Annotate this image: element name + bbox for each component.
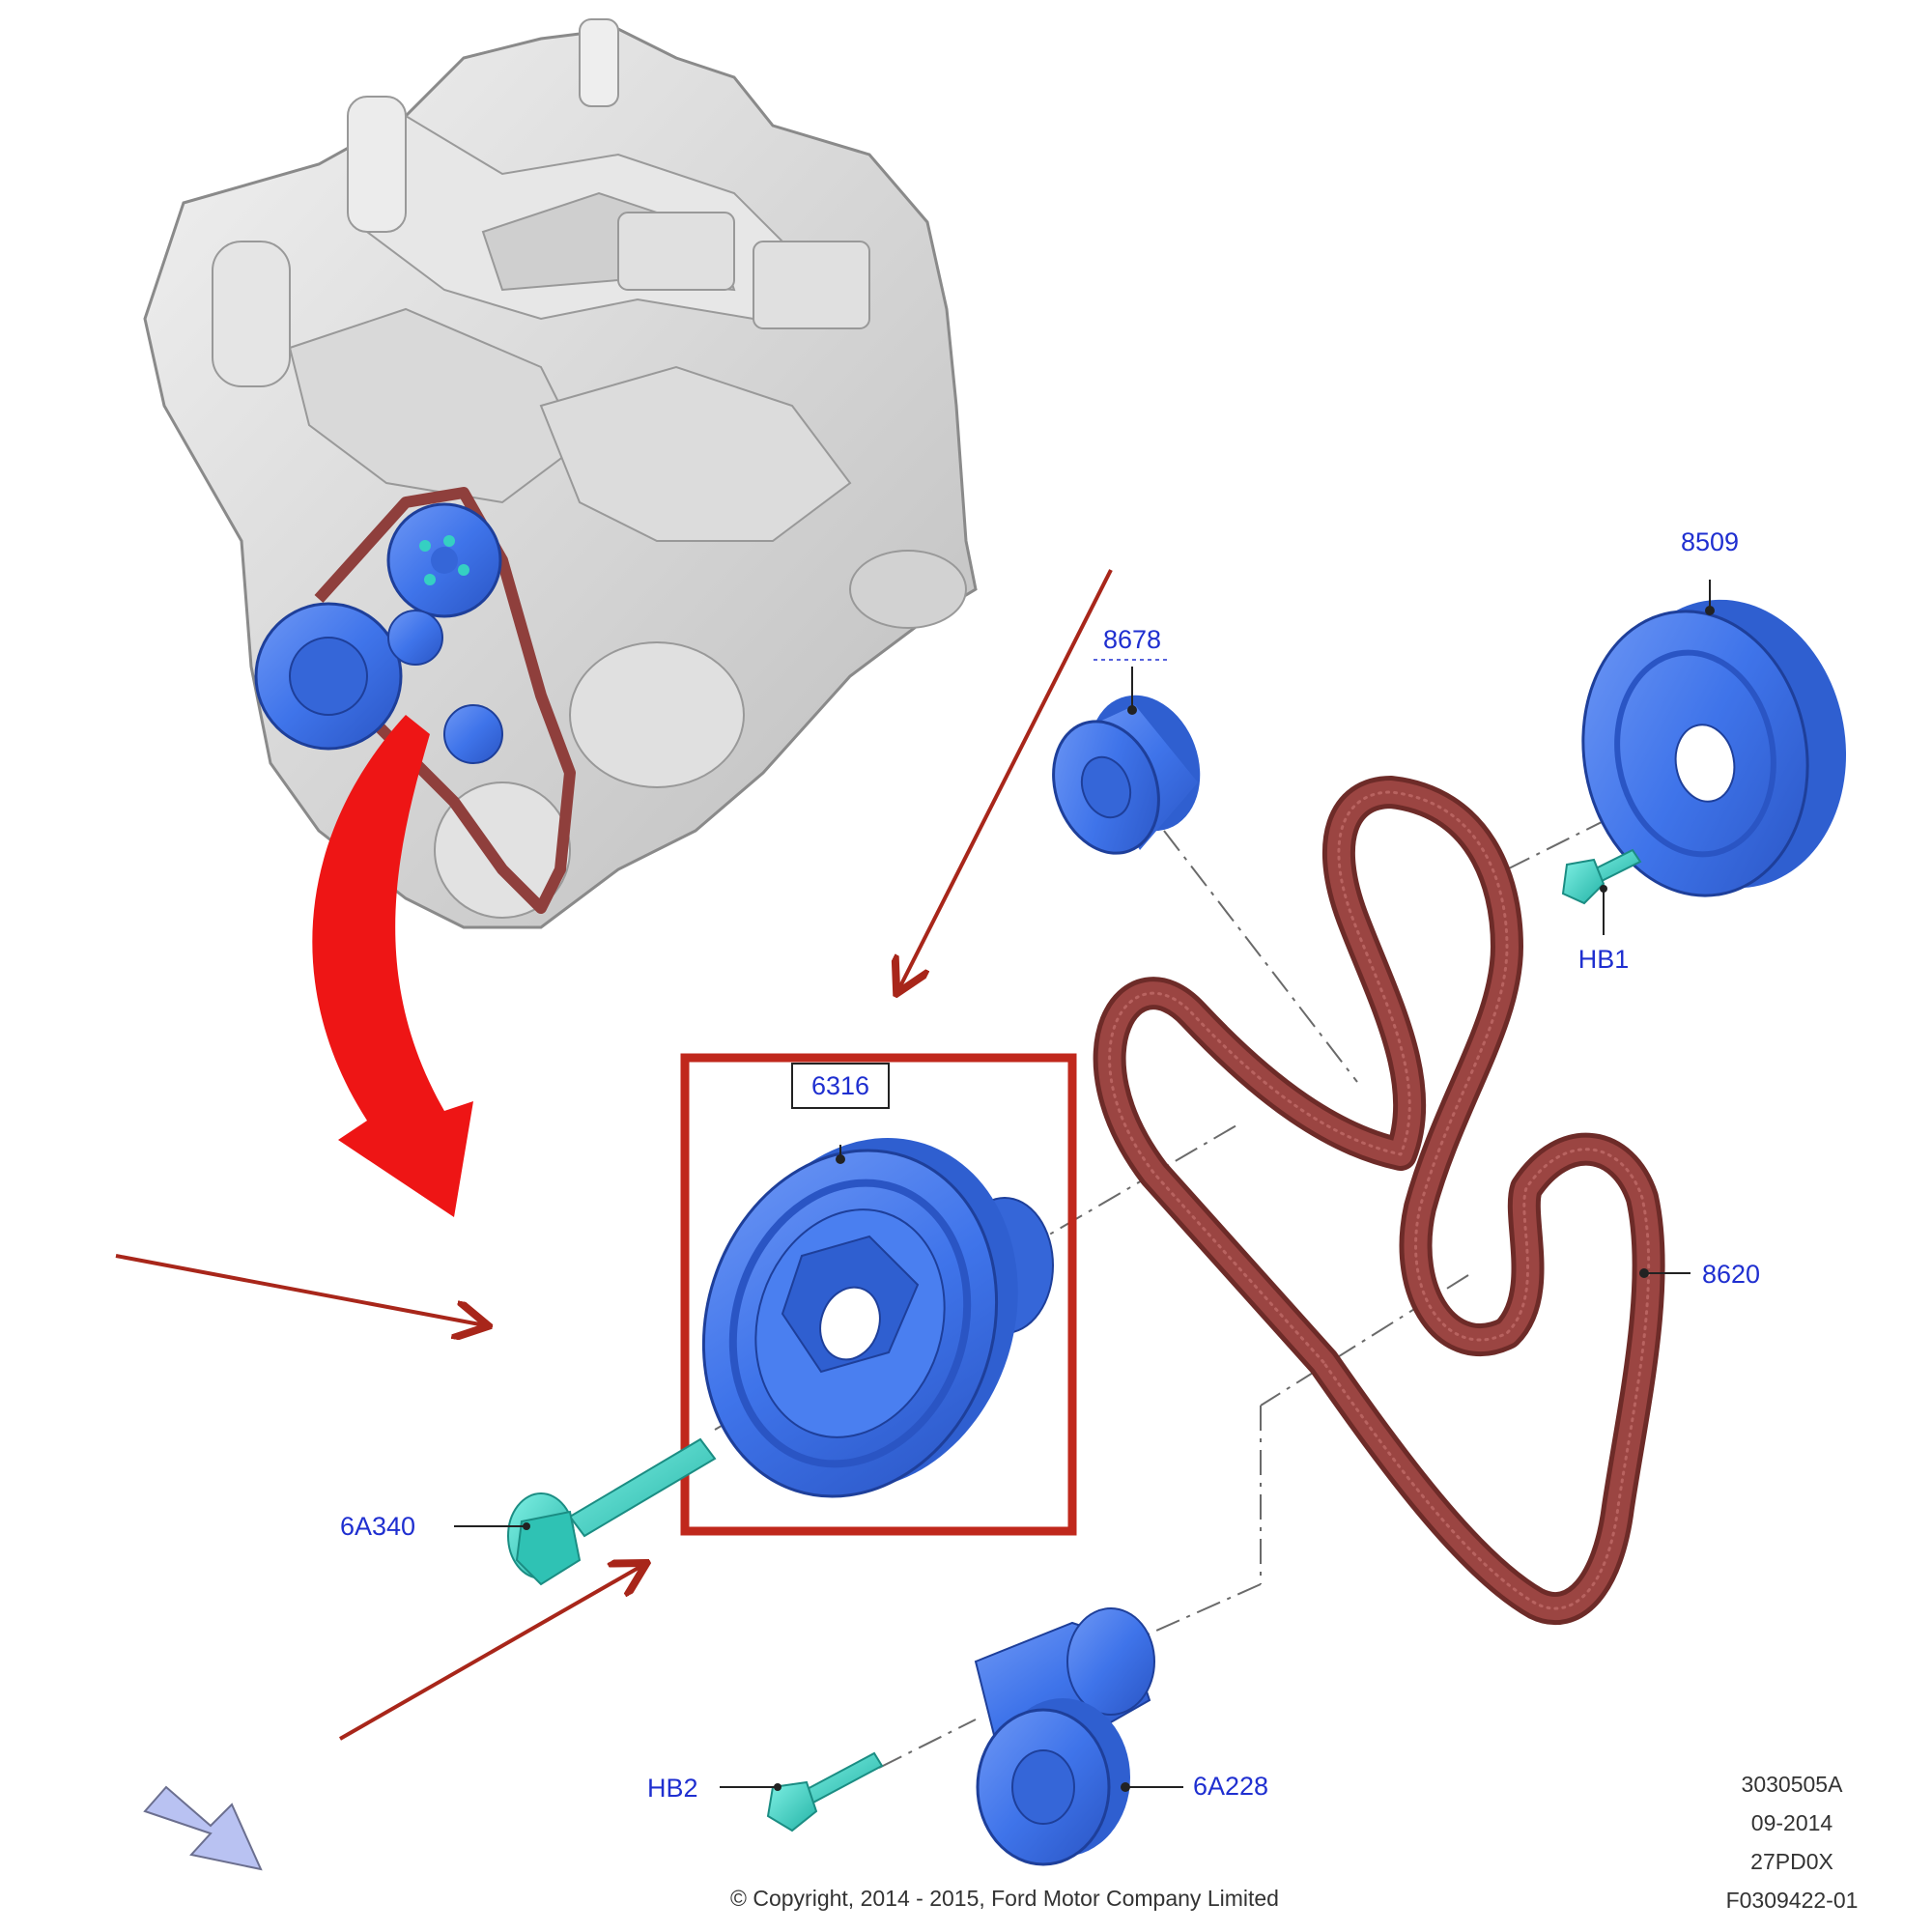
idler-pulley — [1052, 667, 1201, 855]
copyright-notice: © Copyright, 2014 - 2015, Ford Motor Com… — [730, 1886, 1279, 1911]
info-line-3: 27PD0X — [1750, 1849, 1833, 1874]
label-water-pump-pulley: 8509 — [1681, 527, 1739, 556]
label-bolt-hb1: HB1 — [1578, 945, 1630, 974]
callout-arrows — [115, 569, 1113, 1741]
label-crank-pulley: 6316 — [811, 1071, 869, 1100]
arrow-down-right-icon[interactable] — [143, 1785, 263, 1871]
water-pump-pulley — [1581, 580, 1847, 897]
info-line-4: F0309422-01 — [1726, 1888, 1859, 1913]
crank-pulley — [701, 1138, 1054, 1498]
label-tensioner: 6A228 — [1193, 1772, 1268, 1801]
label-bolt-hb2: HB2 — [647, 1774, 698, 1803]
engine-illustration — [143, 18, 978, 929]
crank-bolt — [454, 1437, 717, 1586]
serpentine-belt — [1093, 776, 1665, 1625]
label-idler-pulley: 8678 — [1103, 625, 1161, 654]
bolt-hb1 — [1561, 848, 1642, 935]
info-block: 3030505A 09-2014 27PD0X F0309422-01 — [1726, 1772, 1859, 1913]
callout-arrow-bottom — [339, 1565, 643, 1741]
callout-arrow-top — [898, 569, 1113, 990]
info-line-2: 09-2014 — [1751, 1810, 1833, 1835]
big-curved-arrow-icon — [312, 715, 473, 1217]
leader-lines — [1639, 1268, 1690, 1278]
callout-arrow-left — [115, 1254, 485, 1325]
label-crank-bolt: 6A340 — [340, 1512, 415, 1541]
belt-tensioner — [974, 1607, 1183, 1866]
label-6316-box — [791, 1063, 890, 1109]
bolt-hb2 — [720, 1751, 884, 1833]
crank-pulley-highlight-box — [680, 1053, 1077, 1536]
info-line-1: 3030505A — [1742, 1772, 1844, 1797]
label-belt: 8620 — [1702, 1260, 1760, 1289]
